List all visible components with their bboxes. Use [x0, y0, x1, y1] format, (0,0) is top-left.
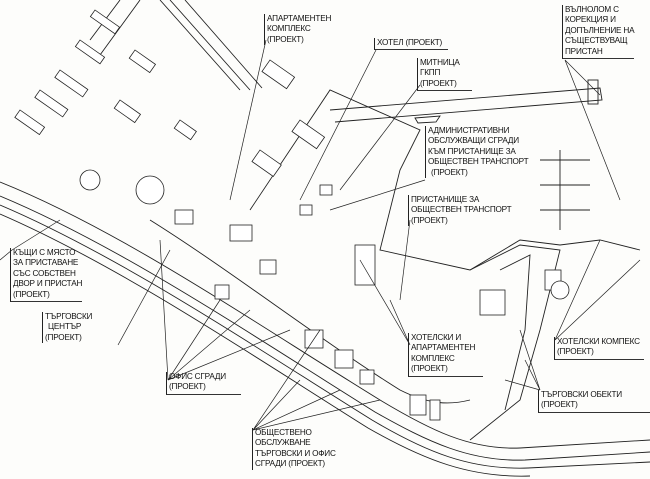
leader-lines — [0, 39, 641, 431]
label-line: (ПРОЕКТ) — [411, 364, 448, 374]
label-line: ДВОР И ПРИСТАН — [13, 279, 83, 289]
breakwater-pier — [329, 87, 603, 123]
harbour-edge — [249, 89, 641, 271]
label-line: АПАРТАМЕНТЕН — [411, 343, 476, 353]
label-line: (ПРОЕКТ) — [45, 332, 82, 342]
label-line: КОМПЛЕКС — [411, 353, 455, 363]
label-hotel: ХОТЕЛ (ПРОЕКТ) — [374, 38, 449, 51]
label-line: ГКПП — [420, 68, 441, 78]
label-line: АДМИНИСТРАТИВНИ — [428, 126, 510, 135]
label-apartment-complex: АПАРТАМЕНТЕН КОМПЛЕКС (ПРОЕКТ) — [264, 14, 332, 46]
label-line: ОБЩЕСТВЕН ТРАНСПОРТ — [428, 157, 529, 167]
label-line: (ПРОЕКТ) — [169, 382, 206, 392]
label-breakwater: ВЪЛНОЛОМ С КОРЕКЦИЯ И ДОПЪЛНЕНИЕ НА СЪЩЕ… — [562, 5, 635, 60]
label-line: (ПРОЕКТ) — [557, 347, 594, 357]
label-line: СЪЩЕСТВУВАЩ — [565, 36, 628, 46]
main-road — [0, 213, 531, 477]
buildings — [14, 9, 570, 421]
label-retail: ТЪРГОВСКИ ОБЕКТИ (ПРОЕКТ) — [538, 390, 650, 413]
label-line: ПРИСТАН — [565, 46, 603, 56]
label-line: (ПРОЕКТ) — [267, 34, 304, 44]
label-line: ОБЩЕСТВЕН ТРАНСПОРТ — [411, 205, 512, 215]
label-line: МИТНИЦА — [420, 58, 460, 67]
boat — [414, 115, 441, 124]
label-line: ХОТЕЛ (ПРОЕКТ) — [377, 38, 443, 47]
label-line: (ПРОЕКТ) — [541, 400, 578, 410]
label-line: ОБЩЕСТВЕНО — [255, 428, 312, 437]
label-line: КОРЕКЦИЯ И — [565, 15, 616, 25]
label-line: ОФИС СГРАДИ — [169, 372, 226, 381]
label-line: ХОТЕЛСКИ КОМПЕКС — [557, 337, 640, 346]
label-line: ОБСЛУЖВАЩИ СГРАДИ — [428, 136, 519, 146]
main-road — [0, 181, 650, 449]
label-line: КЪЩИ С МЯСТО — [13, 248, 76, 257]
label-line: ЗА ПРИСТАВАНЕ — [13, 258, 79, 268]
label-public-port: ПРИСТАНИЩЕ ЗА ОБЩЕСТВЕН ТРАНСПОРТ (ПРОЕК… — [408, 195, 512, 227]
label-office-buildings: ОФИС СГРАДИ (ПРОЕКТ) — [166, 372, 241, 395]
label-line: (ПРОЕКТ) — [431, 167, 468, 177]
label-line: ПРИСТАНИЩЕ ЗА — [411, 195, 480, 204]
label-line: ЦЕНТЪР — [48, 322, 82, 332]
label-line: (ПРОЕКТ) — [13, 289, 50, 299]
label-customs: МИТНИЦА ГКПП (ПРОЕКТ) — [417, 58, 472, 92]
label-houses: КЪЩИ С МЯСТО ЗА ПРИСТАВАНЕ СЪС СОБСТВЕН … — [10, 248, 83, 303]
main-road — [0, 195, 650, 461]
main-road — [0, 204, 650, 469]
label-shopping-center: ТЪРГОВСКИ ЦЕНТЪР (ПРОЕКТ) — [42, 312, 93, 344]
label-line: (ПРОЕКТ) — [411, 215, 448, 225]
label-hotel-complex: ХОТЕЛСКИ КОМПЕКС (ПРОЕКТ) — [554, 337, 644, 360]
label-line: АПАРТАМЕНТЕН — [267, 14, 332, 23]
label-line: ОБСЛУЖВАНЕ — [255, 438, 311, 448]
label-line: ДОПЪЛНЕНИЕ НА — [565, 25, 635, 35]
label-line: ХОТЕЛСКИ И — [411, 333, 462, 342]
label-public-services: ОБЩЕСТВЕНО ОБСЛУЖВАНЕ ТЪРГОВСКИ И ОФИС С… — [252, 428, 336, 470]
label-line: ТЪРГОВСКИ ОБЕКТИ — [541, 390, 622, 399]
label-line: ТЪРГОВСКИ — [45, 312, 93, 321]
label-line: КЪМ ПРИСТАНИЩЕ ЗА — [428, 146, 516, 156]
label-line: ТЪРГОВСКИ И ОФИС — [255, 448, 336, 458]
label-line: ВЪЛНОЛОМ С — [565, 5, 619, 14]
label-admin-buildings: АДМИНИСТРАТИВНИ ОБСЛУЖВАЩИ СГРАДИ КЪМ ПР… — [425, 126, 529, 179]
label-line: КОМПЛЕКС — [267, 24, 311, 34]
label-line: СЪС СОБСТВЕН — [13, 268, 76, 278]
label-line: СГРАДИ (ПРОЕКТ) — [255, 459, 325, 469]
label-line: (ПРОЕКТ) — [420, 78, 457, 88]
label-hotel-apartment-complex: ХОТЕЛСКИ И АПАРТАМЕНТЕН КОМПЛЕКС (ПРОЕКТ… — [408, 333, 484, 377]
